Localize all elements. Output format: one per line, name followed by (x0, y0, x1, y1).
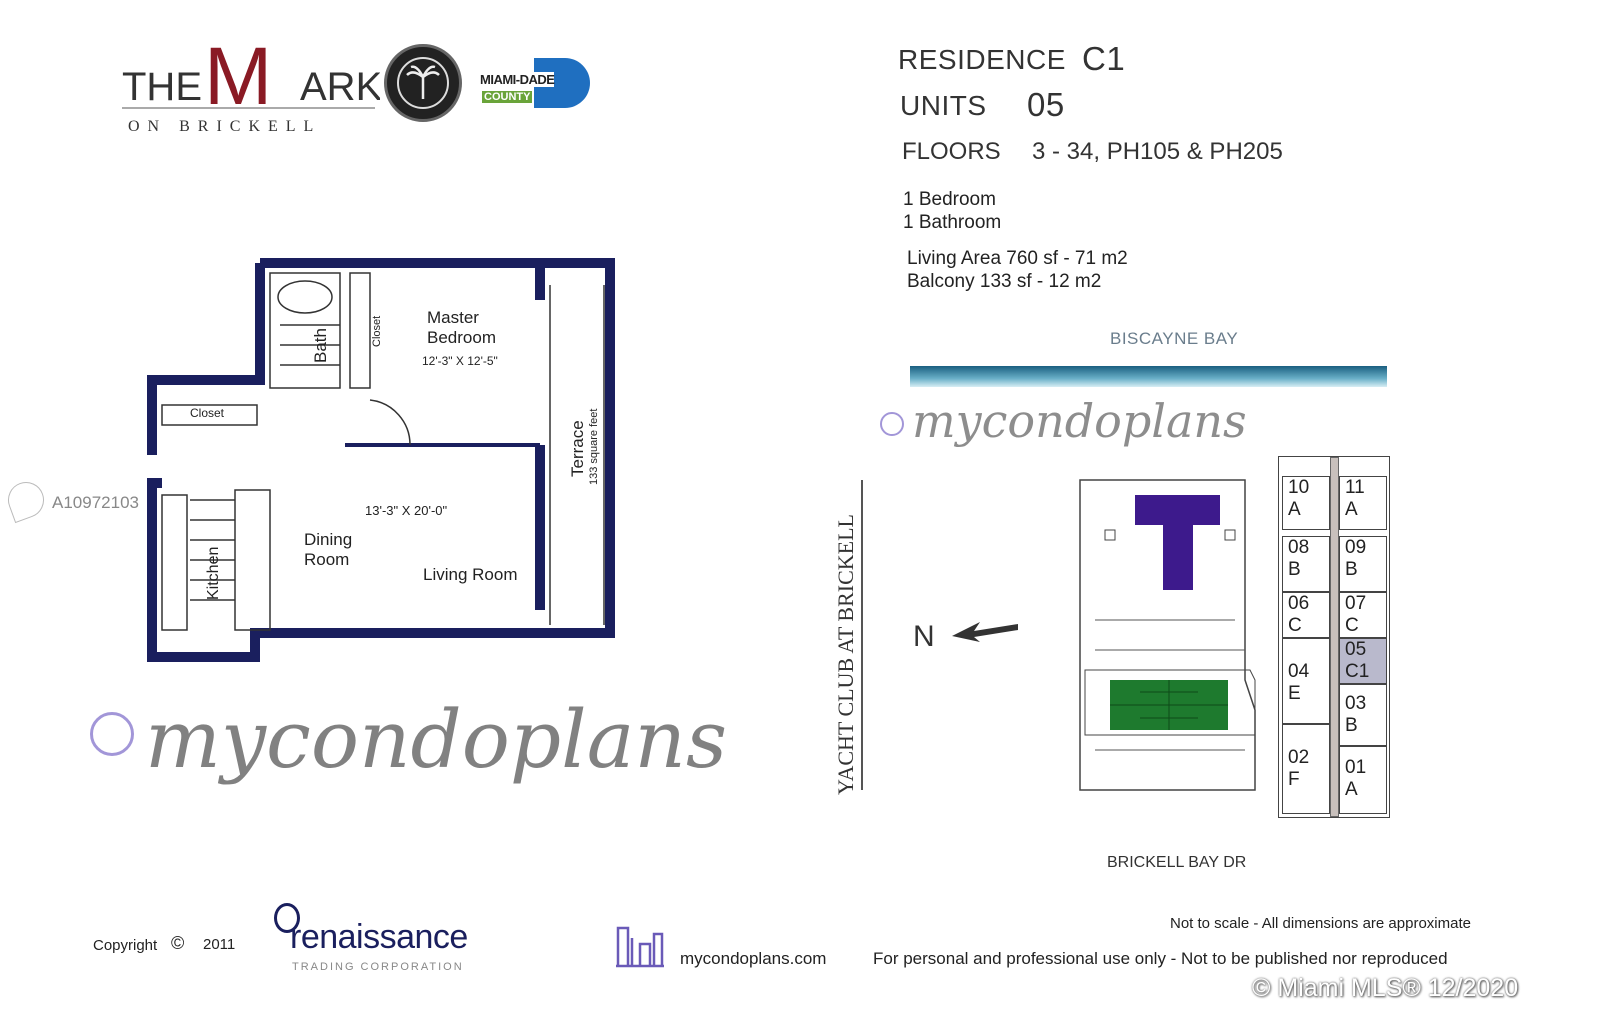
watermark-flower-icon-small (880, 412, 904, 436)
bathrooms: 1 Bathroom (903, 212, 1002, 233)
dining-room-label: Dining (304, 530, 352, 549)
biscayne-bay-water (910, 366, 1387, 387)
usage-note: For personal and professional use only -… (873, 949, 1448, 968)
closet-label-bedroom: Closet (371, 316, 383, 347)
watermark-mycondoplans: mycondoplans (145, 693, 727, 786)
not-to-scale-note: Not to scale - All dimensions are approx… (1170, 915, 1471, 932)
floors-value: 3 - 34, PH105 & PH205 (1032, 138, 1283, 165)
the-mark-logo-graphic: THE M ARK (122, 31, 383, 122)
logo-subtitle: ON BRICKELL (128, 118, 322, 135)
street-label: BRICKELL BAY DR (1107, 854, 1247, 871)
county-logo-top: MIAMI-DADE (480, 72, 555, 87)
north-arrow-icon (952, 622, 1018, 642)
mls-logo-icon (2, 476, 50, 524)
bedrooms: 1 Bedroom (903, 189, 996, 210)
closet-label-entry: Closet (190, 406, 225, 420)
mls-stamp: © Miami MLS® 12/2020 (1252, 974, 1519, 1002)
renaissance-logo: renaissance TRADING CORPORATION (270, 903, 500, 977)
copyright-year: 2011 (203, 936, 236, 953)
watermark-mycondoplans-site: mycondoplans (912, 394, 1247, 448)
the-mark-logo: THE M ARK ON BRICKELL (120, 22, 383, 140)
master-bedroom-label: Master (427, 308, 479, 327)
residence-value: C1 (1082, 40, 1126, 77)
living-area: Living Area 760 sf - 71 m2 (907, 248, 1128, 269)
palm-tree-icon (397, 57, 449, 109)
miami-dade-county-logo: MIAMI-DADE COUNTY (480, 58, 590, 108)
balcony-area: Balcony 133 sf - 12 m2 (907, 271, 1102, 292)
master-bedroom-dimensions: 12'-3" X 12'-5" (422, 354, 498, 368)
dining-room-label-2: Room (304, 550, 349, 569)
units-label: UNITS (900, 90, 987, 121)
corridor (1330, 457, 1339, 817)
residence-label: RESIDENCE (898, 44, 1066, 75)
master-bedroom-label-2: Bedroom (427, 328, 496, 347)
north-label: N (913, 620, 935, 653)
renaissance-logo-icon (274, 903, 300, 933)
city-of-miami-seal (384, 44, 462, 122)
svg-text:M: M (204, 31, 272, 122)
mycondoplans-url[interactable]: mycondoplans.com (680, 949, 827, 968)
living-dimensions: 13'-3" X 20'-0" (365, 503, 448, 518)
terrace-area: 133 square feet (588, 409, 600, 485)
outer-wall (147, 258, 615, 662)
living-room-label: Living Room (423, 565, 518, 584)
bath-label: Bath (311, 328, 330, 363)
units-value: 05 (1027, 86, 1065, 123)
yacht-club-divider (861, 480, 863, 790)
terrace-label: Terrace (568, 420, 587, 477)
kitchen-label: Kitchen (205, 547, 222, 600)
site-plan (1079, 479, 1256, 791)
renaissance-subtitle: TRADING CORPORATION (292, 961, 464, 973)
outer-wall-upper (147, 263, 265, 455)
svg-text:THE: THE (122, 65, 202, 109)
unit-floor-plan: Master Bedroom 12'-3" X 12'-5" Bath Clos… (147, 258, 615, 662)
floors-label: FLOORS (902, 138, 1001, 165)
biscayne-bay-label: BISCAYNE BAY (1110, 329, 1239, 348)
yacht-club-label: YACHT CLUB AT BRICKELL (833, 514, 858, 795)
listing-id: A10972103 (52, 493, 139, 512)
copyright-label: Copyright (93, 937, 158, 954)
watermark-flower-icon (90, 712, 134, 756)
copyright-symbol: © (171, 933, 185, 953)
county-logo-bottom: COUNTY (482, 91, 533, 103)
renaissance-wordmark: renaissance (290, 918, 468, 956)
svg-text:ARK: ARK (300, 65, 380, 109)
mycondoplans-building-icon (616, 926, 664, 968)
